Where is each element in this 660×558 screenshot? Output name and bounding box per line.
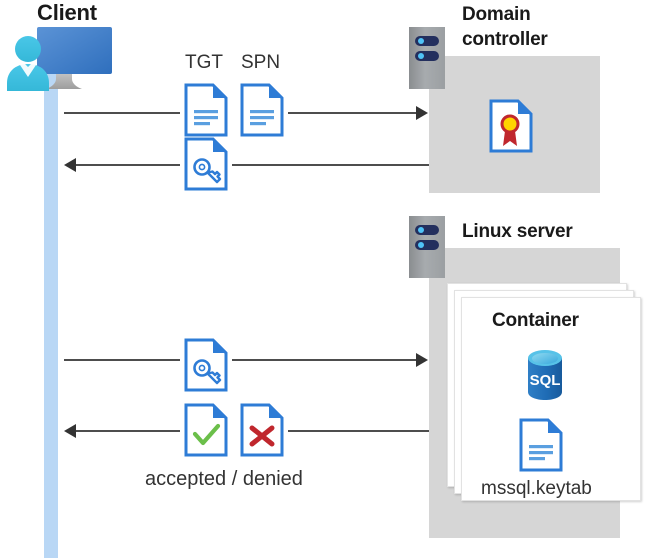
domain-controller-title-line1: Domain bbox=[462, 4, 531, 25]
linux-server-rack-icon bbox=[409, 216, 445, 278]
flow1-arrowhead bbox=[416, 106, 428, 120]
client-title: Client bbox=[37, 0, 97, 25]
presented-ticket-key-document-icon bbox=[184, 338, 228, 392]
flow1-line-right bbox=[288, 112, 416, 114]
flow3-line-right bbox=[232, 359, 416, 361]
spn-document-icon bbox=[240, 83, 284, 137]
flow2-line-right bbox=[232, 164, 429, 166]
tgt-document-icon bbox=[184, 83, 228, 137]
flow2-arrowhead bbox=[64, 158, 76, 172]
domain-controller-server-rack-icon bbox=[409, 27, 445, 89]
flow4-line-right bbox=[288, 430, 429, 432]
flow4-line-left bbox=[76, 430, 180, 432]
domain-controller-title-line2: controller bbox=[462, 29, 548, 50]
keytab-document-icon bbox=[519, 418, 563, 472]
client-workstation-icon bbox=[6, 24, 118, 102]
flow3-arrowhead bbox=[416, 353, 428, 367]
accepted-check-document-icon bbox=[184, 403, 228, 457]
tgt-label: TGT bbox=[185, 52, 223, 73]
sql-database-icon: SQL bbox=[522, 348, 568, 402]
flow4-arrowhead bbox=[64, 424, 76, 438]
container-title: Container bbox=[492, 310, 579, 331]
accepted-denied-label: accepted / denied bbox=[145, 468, 303, 490]
svg-text:SQL: SQL bbox=[530, 372, 561, 389]
domain-controller-title: Domain controller bbox=[462, 2, 632, 52]
linux-server-title: Linux server bbox=[462, 221, 573, 242]
certificate-document-icon bbox=[489, 99, 533, 153]
denied-x-document-icon bbox=[240, 403, 284, 457]
flow2-line-left bbox=[76, 164, 180, 166]
keytab-filename-label: mssql.keytab bbox=[481, 478, 592, 499]
service-ticket-key-document-icon bbox=[184, 137, 228, 191]
flow1-line-left bbox=[64, 112, 180, 114]
spn-label: SPN bbox=[241, 52, 281, 73]
client-lifeline bbox=[44, 70, 58, 558]
flow3-line-left bbox=[64, 359, 180, 361]
